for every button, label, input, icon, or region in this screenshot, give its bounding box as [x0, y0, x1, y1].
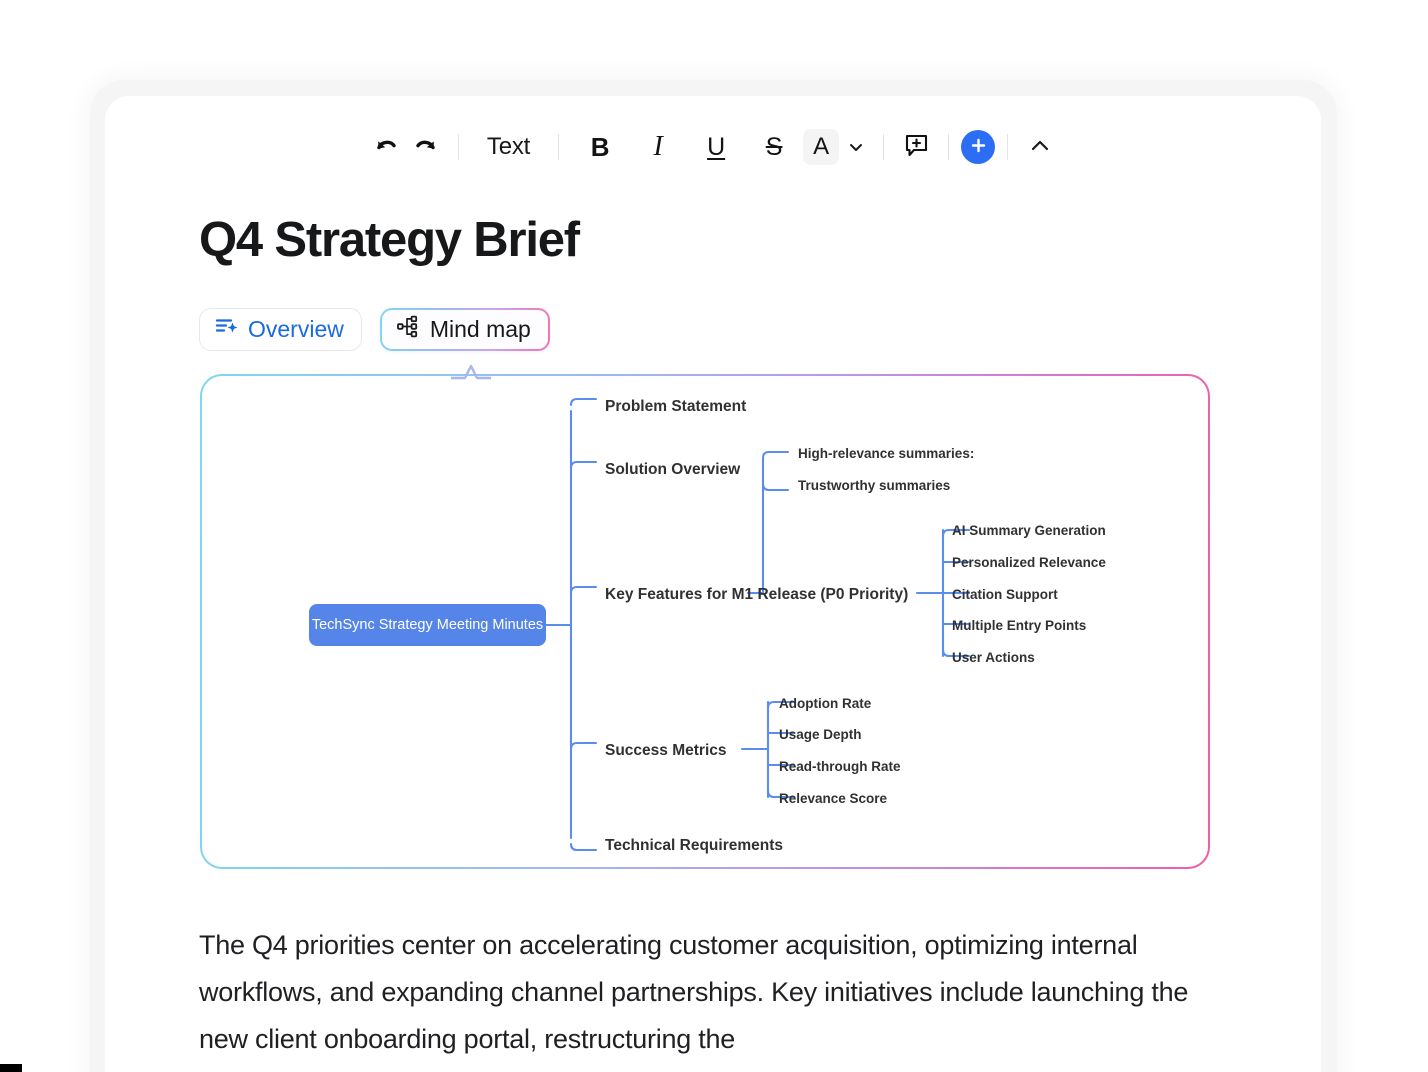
toolbar-divider — [883, 134, 885, 160]
document-paragraph[interactable]: The Q4 priorities center on accelerating… — [199, 930, 1189, 1054]
redo-button[interactable] — [406, 127, 446, 167]
redo-icon — [413, 133, 439, 162]
mind-map-node-relevance-score[interactable]: Relevance Score — [779, 791, 888, 806]
text-style-button[interactable]: Text — [471, 127, 546, 167]
text-color-label: A — [813, 133, 830, 160]
toolbar-divider — [558, 134, 560, 160]
text-color-control[interactable]: A — [803, 129, 871, 165]
mind-map-node-problem-statement[interactable]: Problem Statement — [605, 398, 747, 415]
italic-button[interactable]: I — [629, 127, 687, 167]
mind-map-node-high-relevance-summaries[interactable]: High-relevance summaries: — [798, 446, 975, 461]
mind-map-node-multiple-entry-points[interactable]: Multiple Entry Points — [952, 618, 1087, 633]
toolbar-divider — [948, 134, 950, 160]
mind-map-node-citation-support[interactable]: Citation Support — [952, 587, 1058, 602]
add-block-button[interactable] — [961, 130, 996, 164]
add-comment-button[interactable] — [896, 127, 936, 167]
mind-map-node-solution-overview[interactable]: Solution Overview — [605, 461, 741, 478]
underline-button[interactable]: U — [687, 127, 745, 167]
tab-overview[interactable]: Overview — [199, 308, 362, 351]
mind-map-node-success-metrics[interactable]: Success Metrics — [605, 742, 727, 759]
collapse-toolbar-button[interactable] — [1020, 127, 1060, 167]
mind-map-root-node[interactable]: TechSync Strategy Meeting Minutes — [309, 604, 546, 646]
page-title: Q4 Strategy Brief — [199, 213, 580, 267]
view-tabs: Overview Mind map — [199, 308, 550, 351]
text-style-label: Text — [486, 133, 531, 160]
list-sparkle-icon — [214, 314, 239, 345]
text-color-button[interactable]: A — [803, 129, 840, 165]
chevron-up-icon — [1028, 134, 1052, 161]
mind-map-node-trustworthy-summaries[interactable]: Trustworthy summaries — [798, 478, 951, 493]
chevron-down-icon[interactable] — [841, 138, 871, 156]
mind-map-node-adoption-rate[interactable]: Adoption Rate — [779, 696, 872, 711]
mind-map-node-personalized-relevance[interactable]: Personalized Relevance — [952, 555, 1106, 570]
formatting-toolbar: Text B I U S A — [105, 118, 1321, 176]
tab-mind-map-label: Mind map — [429, 316, 531, 342]
bold-label: B — [590, 132, 610, 162]
mind-map-node-ai-summary-generation[interactable]: AI Summary Generation — [952, 523, 1106, 538]
mind-map-node-read-through-rate[interactable]: Read-through Rate — [779, 759, 901, 774]
undo-button[interactable] — [366, 127, 406, 167]
strikethrough-button[interactable]: S — [745, 127, 803, 167]
strikethrough-label: S — [765, 132, 783, 161]
underline-label: U — [707, 132, 726, 161]
plus-icon — [969, 136, 988, 158]
mind-map-icon — [396, 314, 421, 345]
mind-map-node-technical-requirements[interactable]: Technical Requirements — [605, 837, 784, 854]
mind-map-node-user-actions[interactable]: User Actions — [952, 650, 1035, 665]
toolbar-divider — [1007, 134, 1009, 160]
undo-icon — [373, 133, 399, 162]
corner-marker — [0, 1064, 22, 1072]
comment-plus-icon — [903, 132, 930, 162]
tab-mind-map[interactable]: Mind map — [380, 308, 550, 351]
toolbar-divider — [457, 134, 459, 160]
mind-map-node-key-features[interactable]: Key Features for M1 Release (P0 Priority… — [605, 586, 909, 603]
bold-button[interactable]: B — [571, 127, 629, 167]
tab-overview-label: Overview — [248, 316, 344, 342]
italic-label: I — [653, 131, 663, 162]
mind-map-node-usage-depth[interactable]: Usage Depth — [779, 727, 862, 742]
